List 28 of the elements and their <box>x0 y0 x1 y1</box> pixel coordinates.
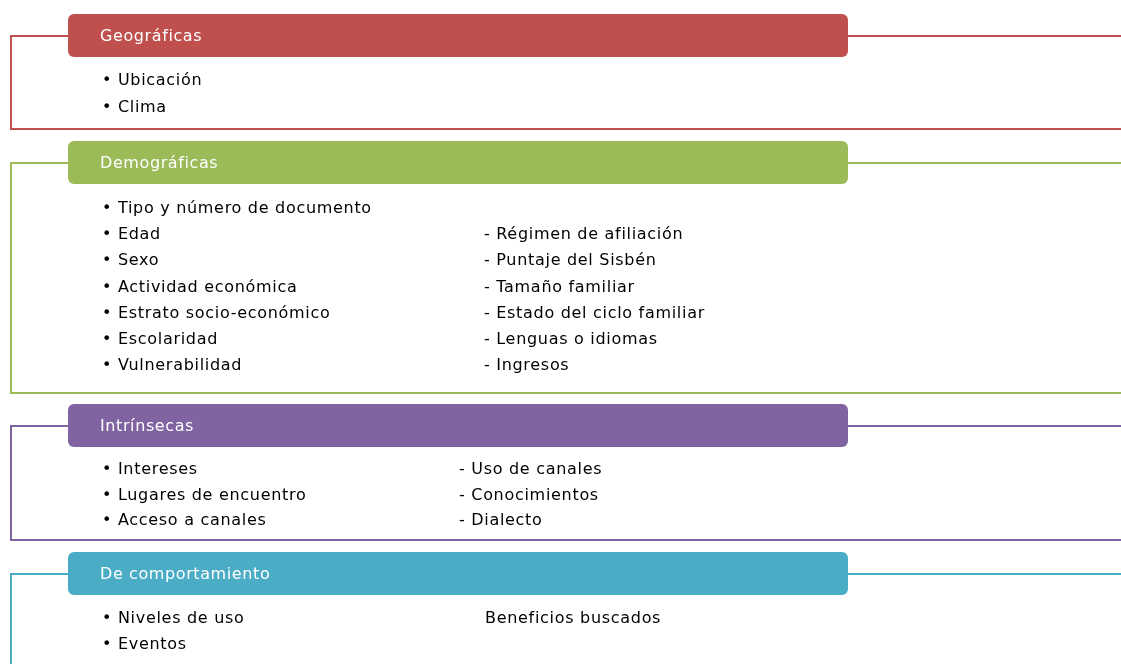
section-header: Demográficas <box>68 141 848 184</box>
list-item: • Lugares de encuentro <box>102 484 307 505</box>
list-item: - Ingresos <box>484 355 570 376</box>
list-item: - Conocimientos <box>459 484 599 505</box>
list-item: • Intereses <box>102 459 198 479</box>
list-item: • Edad <box>102 224 161 245</box>
section-header: Geográficas <box>68 14 848 57</box>
list-item: • Eventos <box>102 634 187 654</box>
section-header: Intrínsecas <box>68 404 848 447</box>
list-item: • Ubicación <box>102 70 203 90</box>
list-item: - Puntaje del Sisbén <box>484 250 657 271</box>
section-header: De comportamiento <box>68 552 848 595</box>
list-item: • Sexo <box>102 250 160 271</box>
list-item: • Escolaridad <box>102 329 219 349</box>
list-item: Beneficios buscados <box>485 608 662 628</box>
list-item: - Dialecto <box>459 510 543 530</box>
list-item: • Vulnerabilidad <box>102 355 243 376</box>
list-item: - Uso de canales <box>459 459 603 479</box>
list-item: - Estado del ciclo familiar <box>484 302 705 323</box>
list-item: • Acceso a canales <box>102 510 267 530</box>
list-item: - Tamaño familiar <box>484 276 635 297</box>
list-item: - Régimen de afiliación <box>484 224 684 245</box>
list-item: • Tipo y número de documento <box>102 198 372 218</box>
list-item: - Lenguas o idiomas <box>484 329 658 349</box>
list-item: • Clima <box>102 97 167 117</box>
list-item: • Estrato socio-económico <box>102 302 331 323</box>
list-item: • Niveles de uso <box>102 608 245 628</box>
list-item: • Actividad económica <box>102 276 298 297</box>
